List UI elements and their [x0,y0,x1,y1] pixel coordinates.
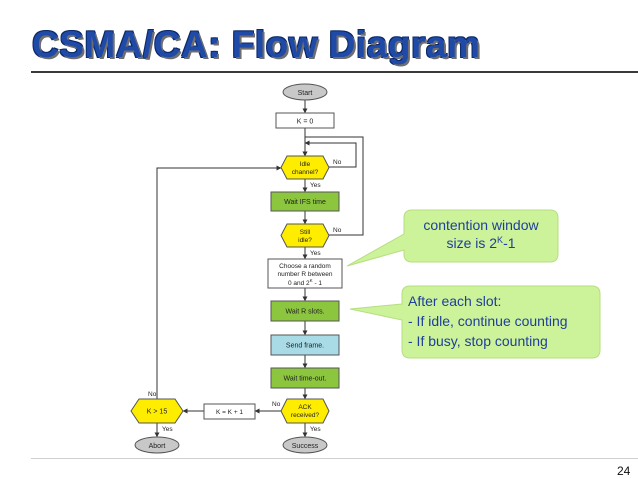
wait-ifs-box: Wait IFS time [270,191,340,212]
still-no-label: No [333,227,342,234]
k-check-label: K > 15 [147,409,168,416]
page-number: 24 [617,464,631,478]
idle-channel-label-2: channel? [292,169,319,176]
title-underline [31,71,638,73]
idle-channel-decision: Idle channel? [280,155,330,180]
abort-terminal: Abort [134,436,180,454]
wait-r-slots-box: Wait R slots. [270,300,340,322]
contention-callout-line1: contention window [423,217,539,233]
flow-connectors [154,100,364,438]
send-frame-label: Send frame. [286,343,324,350]
idle-yes-label: Yes [310,182,321,189]
choose-label-1: Choose a random [279,263,331,270]
wait-timeout-label: Wait time-out. [284,376,327,383]
footer-rule [31,458,638,459]
success-label: Success [292,443,319,450]
start-label: Start [298,90,313,97]
still-yes-label: Yes [310,250,321,257]
abort-label: Abort [149,443,166,450]
ack-label-2: received? [291,412,320,419]
wait-r-label: Wait R slots. [285,309,324,316]
k-init-label: K = 0 [297,119,314,126]
idle-no-label: No [333,159,342,166]
k-init-box: K = 0 [275,112,335,129]
wait-timeout-box: Wait time-out. [270,367,340,389]
edge-idle-no-loop [304,140,357,168]
slot-callout-line1: After each slot: [408,293,501,309]
start-terminal: Start [282,83,328,101]
still-idle-decision: Still idle? [280,223,330,248]
choose-random-box: Choose a random number R between 0 and 2… [267,258,343,289]
slot-callout: After each slot: - If idle, continue cou… [349,285,601,359]
still-idle-label-1: Still [300,229,311,236]
k-check-decision: K > 15 [130,398,184,424]
edge-still-no-loop [302,136,364,236]
ack-label-1: ACK [298,404,312,411]
slide-title: CSMA/CA: Flow Diagram [32,24,481,65]
ack-decision: ACK received? [280,398,330,424]
idle-channel-label-1: Idle [300,161,311,168]
slot-callout-line3: - If busy, stop counting [408,333,548,349]
send-frame-box: Send frame. [270,334,340,356]
edge-check-no-loop [156,165,282,399]
still-idle-label-2: idle? [298,237,312,244]
k-check-yes-label: Yes [162,426,173,433]
slot-callout-line2: - If idle, continue counting [408,313,568,329]
slot-callout-shape [349,285,601,359]
k-increment-box: K = K + 1 [203,403,256,420]
choose-label-2: number R between [278,271,333,278]
success-terminal: Success [282,436,328,454]
wait-ifs-label: Wait IFS time [284,199,326,206]
contention-callout-line2: size is 2K-1 [446,235,515,251]
contention-callout: contention window size is 2K-1 [346,209,559,267]
k-increment-label: K = K + 1 [216,409,243,416]
k-check-no-label: No [148,391,157,398]
contention-callout-shape [346,209,559,267]
choose-label-3: 0 and 2K - 1 [288,278,322,287]
ack-no-label: No [272,401,281,408]
ack-yes-label: Yes [310,426,321,433]
